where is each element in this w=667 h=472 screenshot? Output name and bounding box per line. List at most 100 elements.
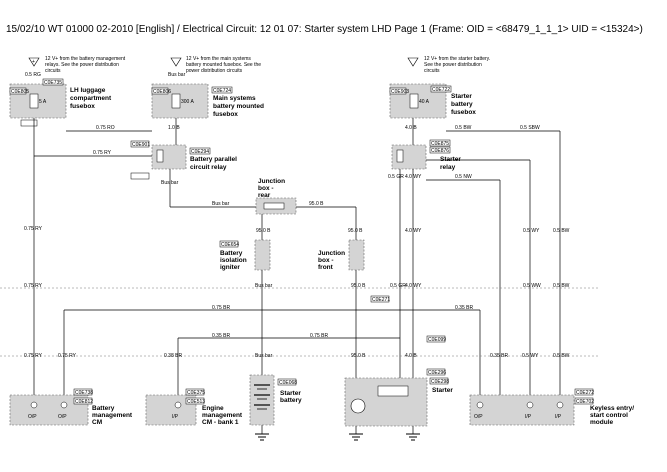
- component-label: management: [202, 412, 243, 419]
- connector-code: C0E513: [187, 399, 205, 405]
- wire-label: 0.35 BR: [455, 305, 473, 311]
- wire-label: 95.0 B: [309, 201, 324, 207]
- component-label: box -: [318, 257, 334, 264]
- wire-label: 0.5 BW: [553, 353, 570, 359]
- keyless-entry-start-module: [469, 394, 575, 426]
- wire-label: 4.0 WY: [405, 228, 422, 234]
- component-label: Junction: [318, 250, 345, 257]
- connector-code: C0E735: [44, 80, 62, 86]
- component-label: fusebox: [451, 109, 476, 116]
- fuse-icon: [263, 202, 285, 210]
- connector-code: C0E272: [576, 390, 594, 396]
- component-label: battery: [451, 101, 473, 108]
- wire-label: 0.5 NW: [455, 174, 472, 180]
- wire-label: 0.5 BW: [553, 283, 570, 289]
- svg-text:circuits: circuits: [45, 68, 61, 74]
- pin-icon: [556, 401, 564, 409]
- wire-label: Bus bar: [168, 72, 186, 78]
- component-label: Battery: [220, 250, 243, 257]
- connector-code: C0E654: [221, 242, 239, 248]
- wire-label: 95.0 B: [351, 283, 366, 289]
- component-label: module: [590, 419, 613, 426]
- connector-code: C0E875: [431, 141, 449, 147]
- wire-label: 0.75 RY: [24, 226, 43, 232]
- connector-code: C0E375: [187, 390, 205, 396]
- pin-label: I/P: [525, 414, 532, 420]
- component-label: Battery parallel: [190, 156, 237, 163]
- supply-note-main: 12 V+ from the main systems battery moun…: [186, 56, 261, 74]
- connector-code: C0E068: [279, 380, 297, 386]
- component-label: Junction: [258, 178, 285, 185]
- component-label: battery: [280, 397, 302, 404]
- connector-code: C0E296: [428, 370, 446, 376]
- svg-text:12 V+ from the starter battery: 12 V+ from the starter battery.: [424, 56, 490, 62]
- relay-coil-icon: [396, 149, 404, 163]
- connector-code: C0E901: [132, 142, 150, 148]
- supply-note-battery-mgmt: 12 V+ from the battery management relays…: [45, 56, 126, 74]
- component-label: box -: [258, 185, 274, 192]
- svg-text:+: +: [32, 59, 35, 65]
- wire-label: 0.75 BR: [212, 305, 230, 311]
- fuse-rating: 40 A: [419, 99, 430, 105]
- wire-label: 0.5 WY: [523, 228, 540, 234]
- wire-label: 4.0 WY: [405, 283, 422, 289]
- wire-label: 4.0 WY: [405, 174, 422, 180]
- wire-label: 0.5 BW: [553, 228, 570, 234]
- wire-label: Bus bar: [255, 283, 273, 289]
- wire-label: 0.75 RY: [93, 150, 112, 156]
- pin-icon: [60, 401, 68, 409]
- connector-code: C0E724: [213, 88, 231, 94]
- supply-note-starter: 12 V+ from the starter battery. See the …: [424, 56, 490, 74]
- component-label: start control: [590, 412, 628, 419]
- component-label: front: [318, 264, 334, 271]
- pin-icon: [30, 401, 38, 409]
- pin-label: O/P: [474, 414, 483, 420]
- connector-code: C0E738: [75, 390, 93, 396]
- fuse-rating: 5 A: [39, 99, 47, 105]
- ground-icon: [255, 425, 269, 441]
- wire-label: Bus bar: [255, 353, 273, 359]
- wire-label: 0.5 GR: [390, 283, 406, 289]
- ground-icon: [406, 426, 420, 441]
- connector-code: C0E805: [11, 89, 29, 95]
- wire-label: 4.0 B: [405, 125, 417, 131]
- component-label: isolation: [220, 257, 247, 264]
- relay-coil-icon: [156, 149, 164, 163]
- wire-label: Bus bar: [212, 201, 230, 207]
- svg-text:relays. See the power distribu: relays. See the power distribution: [45, 62, 119, 68]
- component-label: Battery: [92, 405, 115, 412]
- wire-label: 0.5 RG: [25, 72, 41, 78]
- junction-box-front: [348, 239, 365, 271]
- connector-code: C0E812: [75, 399, 93, 405]
- component-label: Engine: [202, 405, 224, 412]
- fuse-icon: [409, 93, 419, 109]
- battery-isolation-igniter: [254, 239, 271, 271]
- starter-battery: [249, 374, 275, 426]
- wire-label: 95.0 B: [348, 228, 363, 234]
- svg-text:circuits: circuits: [424, 68, 440, 74]
- fuse-icon: [29, 93, 39, 109]
- connector-code: C0E099: [428, 337, 446, 343]
- wire-label: 1.0 B: [168, 125, 180, 131]
- connector-code: C0E271: [372, 297, 390, 303]
- wire-label: 0.5 WY: [522, 353, 539, 359]
- wire-label: 0.75 RY: [24, 353, 43, 359]
- fuse-rating: 300 A: [181, 99, 194, 105]
- page-header: 15/02/10 WT 01000 02-2010 [English] / El…: [6, 24, 643, 35]
- wire-label: 0.35 BR: [212, 333, 230, 339]
- connector-code: C0E294: [191, 149, 209, 155]
- wire-label: 95.0 B: [351, 353, 366, 359]
- svg-text:12 V+ from the battery managem: 12 V+ from the battery management: [45, 56, 126, 62]
- wire-label: 0.75 RO: [96, 125, 115, 131]
- pin-icon: [476, 401, 484, 409]
- wire-label: 0.5 SBW: [520, 125, 540, 131]
- component-label: Starter: [451, 93, 472, 100]
- pin-label: O/P: [28, 414, 37, 420]
- svg-text:12 V+ from the main systems: 12 V+ from the main systems: [186, 56, 251, 62]
- component-label: igniter: [220, 264, 240, 271]
- wire-label: 0.5 GR: [388, 174, 404, 180]
- wire-label: 95.0 B: [256, 228, 271, 234]
- svg-text:battery mounted fusebox. See t: battery mounted fusebox. See the: [186, 62, 261, 68]
- motor-icon: [350, 398, 366, 414]
